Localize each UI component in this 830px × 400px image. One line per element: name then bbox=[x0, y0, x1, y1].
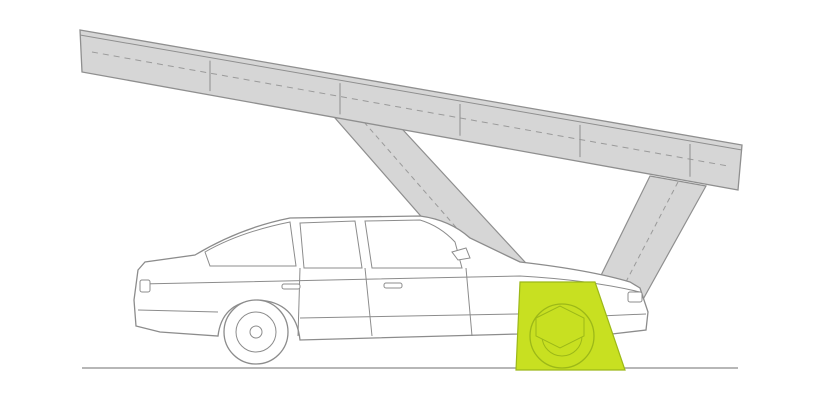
roof-ribs bbox=[209, 60, 691, 177]
base-joint bbox=[535, 305, 585, 349]
roof-panel bbox=[79, 29, 743, 191]
car-rear-wheel bbox=[223, 299, 289, 365]
car-rear-window bbox=[204, 221, 297, 267]
car-rear-door-window bbox=[299, 220, 363, 269]
